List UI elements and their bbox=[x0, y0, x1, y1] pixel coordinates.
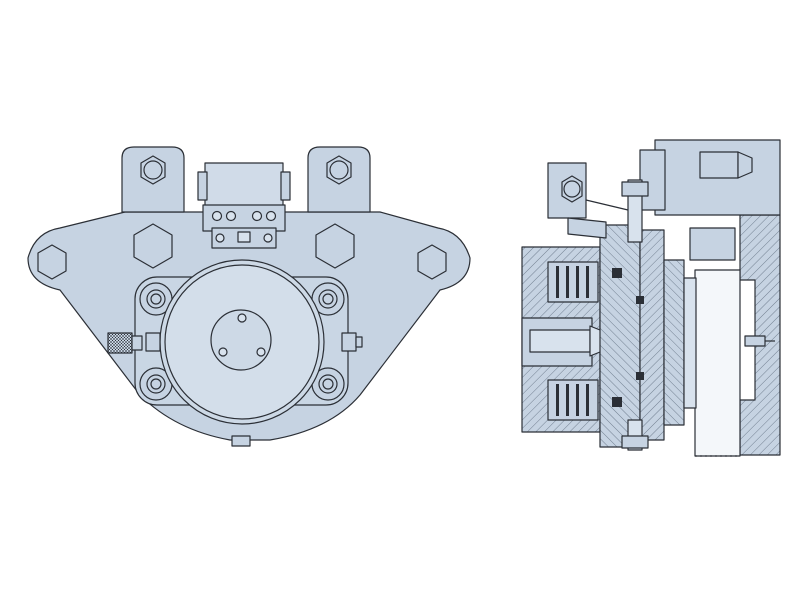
release-spindle bbox=[529, 329, 591, 353]
side-fitting-right bbox=[341, 332, 357, 352]
hub-screws bbox=[218, 313, 266, 357]
hex-bolt-icon bbox=[140, 155, 166, 185]
mounting-bracket bbox=[739, 214, 781, 456]
output-shaft bbox=[694, 269, 741, 457]
hex-bolt-icon bbox=[315, 223, 355, 269]
retaining-bolt bbox=[744, 335, 766, 347]
top-stud-tip bbox=[737, 151, 753, 179]
terminal-screw bbox=[211, 210, 277, 243]
connector-cap-left bbox=[197, 171, 208, 201]
hex-bolt-icon bbox=[417, 244, 447, 280]
hex-bolt-icon bbox=[326, 155, 352, 185]
cable-gland bbox=[567, 217, 607, 239]
coil-windings bbox=[556, 266, 589, 416]
armature-plate bbox=[599, 224, 641, 448]
release-knob-stem bbox=[131, 335, 143, 351]
adjusting-nut-top bbox=[621, 181, 649, 197]
hex-bolt-icon bbox=[133, 223, 173, 269]
hub-flange bbox=[683, 277, 697, 409]
side-fitting-right-tip bbox=[355, 336, 363, 348]
side-fitting-left bbox=[145, 332, 161, 352]
pressure-plate bbox=[663, 259, 685, 426]
bracket-plate-inner bbox=[639, 149, 666, 211]
front-view bbox=[27, 146, 471, 447]
seals bbox=[612, 268, 644, 407]
release-knob bbox=[107, 332, 133, 354]
hex-bolt-icon bbox=[37, 244, 67, 280]
connector-cap-right bbox=[280, 171, 291, 201]
adjusting-nut-bottom bbox=[621, 435, 649, 449]
housing-bolt-bosses bbox=[139, 282, 345, 401]
top-stud bbox=[699, 151, 739, 179]
hex-bolt-icon bbox=[561, 175, 583, 203]
side-section-view bbox=[521, 139, 781, 457]
drain-plug bbox=[231, 435, 251, 447]
side-bolt bbox=[689, 227, 736, 261]
friction-disk bbox=[639, 229, 665, 441]
